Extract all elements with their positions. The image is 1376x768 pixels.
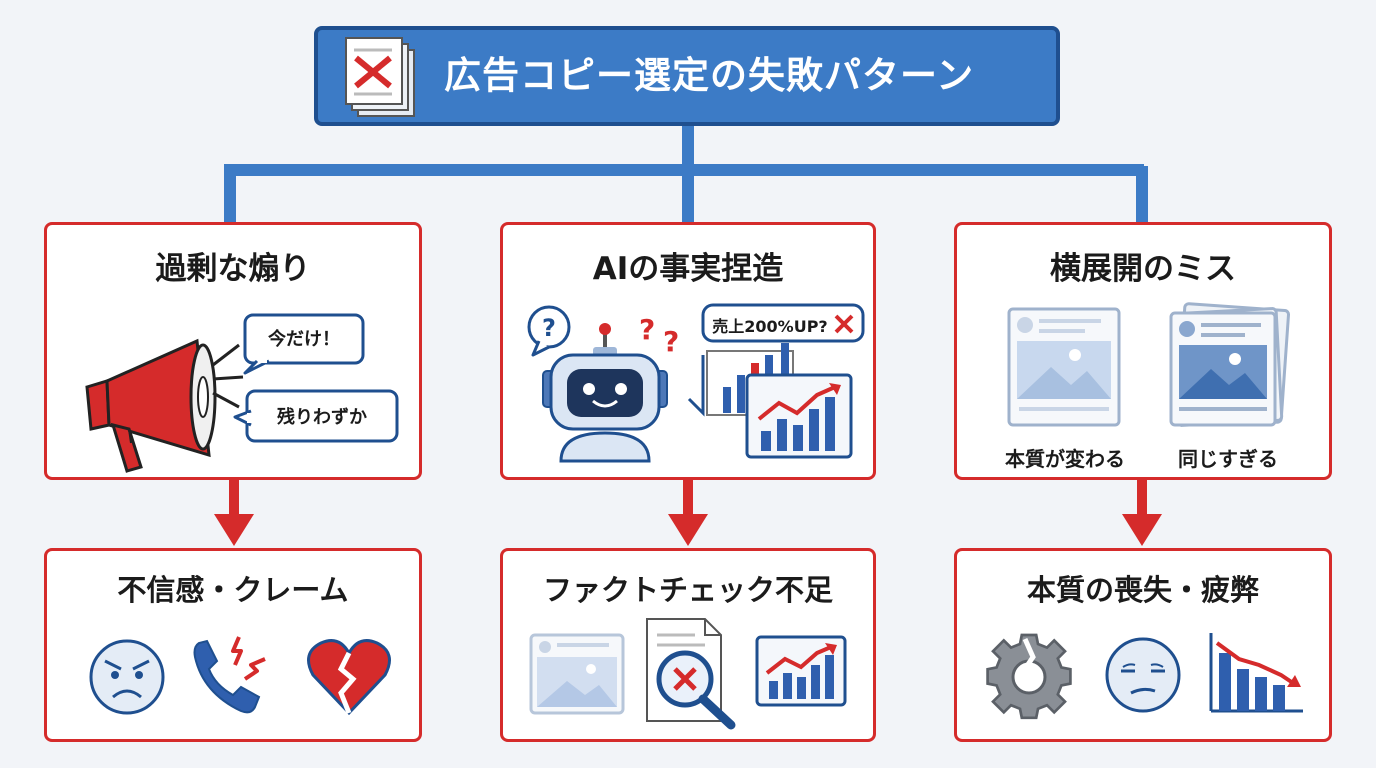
faded-image-icon	[529, 633, 625, 715]
effect-title-1: 不信感・クレーム	[117, 573, 349, 607]
svg-text:?: ?	[663, 325, 679, 358]
megaphone-icon	[85, 338, 217, 473]
arrow-down-3	[1122, 480, 1162, 546]
red-question-marks-icon: ? ?	[639, 313, 679, 358]
question-bubble-icon: ?	[527, 305, 571, 357]
svg-text:?: ?	[542, 314, 556, 342]
header-banner: 広告コピー選定の失敗パターン	[314, 26, 1060, 126]
claim-text: 売上200%UP?	[712, 317, 828, 336]
arrow-down-1	[214, 480, 254, 546]
speech-bubble-2	[233, 389, 399, 443]
image-stack-icon	[1169, 302, 1291, 427]
robot-icon	[542, 323, 668, 463]
broken-heart-icon	[307, 639, 391, 716]
effect-title-3: 本質の喪失・疲弊	[1026, 573, 1259, 607]
cause-title-1: 過剰な煽り	[155, 251, 311, 287]
bubble-text-1: 今だけ！	[268, 329, 340, 350]
page-title: 広告コピー選定の失敗パターン	[444, 54, 975, 97]
phone-icon	[193, 636, 266, 714]
tired-face-icon	[1105, 637, 1181, 713]
declining-chart-icon	[1209, 633, 1303, 713]
label-essence-changes: 本質が変わる	[1005, 447, 1125, 471]
cause-card-2: AIの事実捏造 ? ? ? 売上200%UP?	[500, 222, 876, 480]
sound-lines-icon	[212, 343, 244, 409]
growth-chart-icon	[745, 373, 853, 459]
effect-card-3: 本質の喪失・疲弊	[954, 548, 1332, 742]
effect-card-2: ファクトチェック不足	[500, 548, 876, 742]
effect-card-1: 不信感・クレーム	[44, 548, 422, 742]
cause-card-3: 横展開のミス 本質が変わる 同じすぎる	[954, 222, 1332, 480]
cross-icon	[834, 314, 854, 334]
broken-gear-icon	[986, 633, 1072, 720]
image-card-icon-1	[1007, 307, 1121, 427]
document-search-icon	[646, 618, 736, 730]
cause-title-2: AIの事実捏造	[592, 251, 784, 287]
bubble-text-2: 残りわずか	[277, 407, 367, 428]
svg-text:?: ?	[639, 313, 655, 346]
label-too-similar: 同じすぎる	[1178, 447, 1278, 471]
arrow-down-2	[668, 480, 708, 546]
cause-title-3: 横展開のミス	[1050, 251, 1236, 287]
speech-bubble-1	[243, 313, 365, 375]
rejected-document-icon	[345, 37, 415, 117]
growth-chart-icon-2	[755, 635, 847, 707]
angry-face-icon	[89, 639, 165, 715]
cause-card-1: 過剰な煽り 今だけ！ 残りわずか	[44, 222, 422, 480]
effect-title-2: ファクトチェック不足	[542, 573, 833, 607]
